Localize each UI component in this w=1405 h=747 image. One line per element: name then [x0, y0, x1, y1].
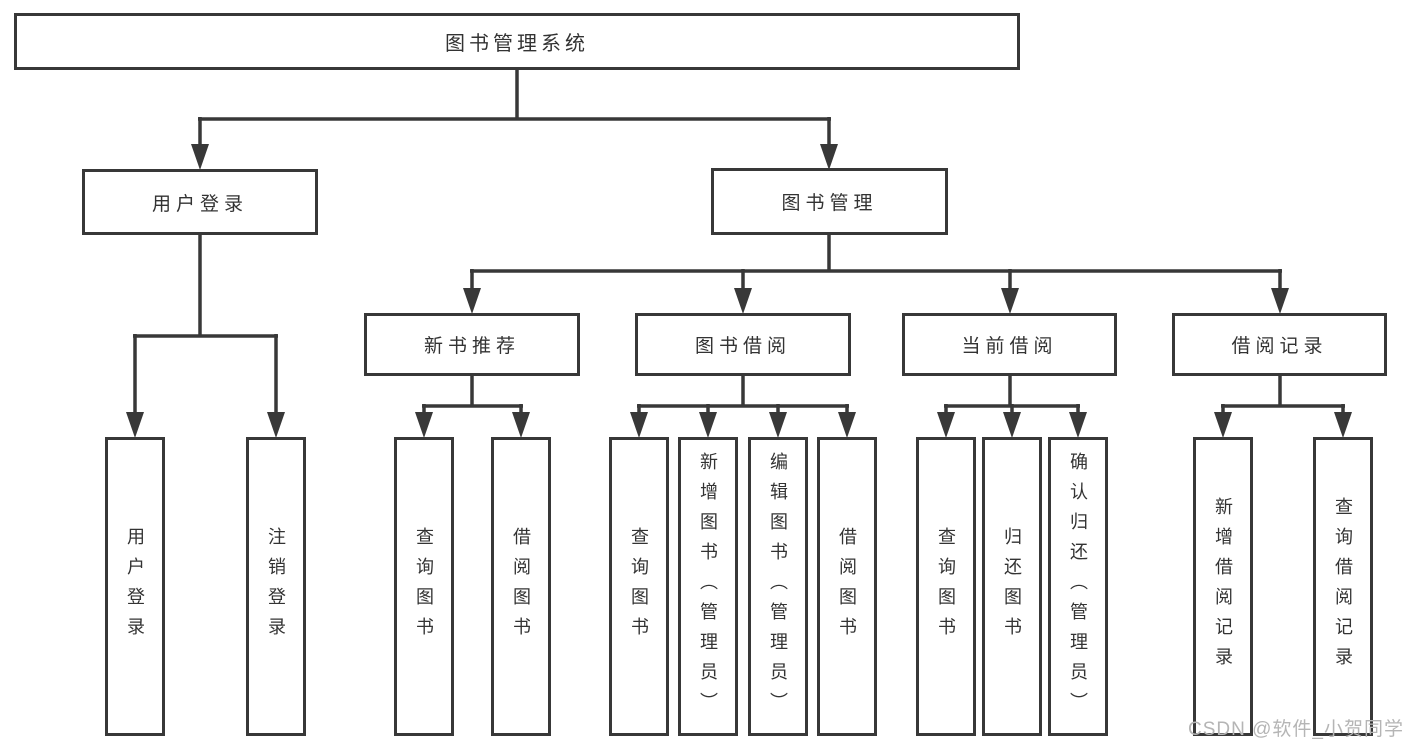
- leaf-borrow-books-borrowing: 借阅图书: [817, 437, 877, 736]
- leaf-query-books-current: 查询图书: [916, 437, 976, 736]
- node-label: 查询图书: [414, 526, 434, 647]
- node-label: 图书管理: [781, 193, 878, 214]
- leaf-user-login: 用户登录: [105, 437, 165, 736]
- leaf-return-books: 归还图书: [982, 437, 1042, 736]
- node-borrowing-records: 借阅记录: [1172, 313, 1387, 376]
- node-label: 新增借阅记录: [1213, 496, 1233, 677]
- leaf-edit-book-admin: 编辑图书（管理员）: [748, 437, 808, 736]
- node-label: 用户登录: [125, 526, 145, 647]
- node-current-borrowing: 当前借阅: [902, 313, 1117, 376]
- csdn-watermark: CSDN @软件_小贺同学: [1188, 719, 1404, 740]
- leaf-query-borrow-record: 查询借阅记录: [1313, 437, 1373, 736]
- node-user-login-group: 用户登录: [82, 169, 318, 235]
- node-label: 查询图书: [629, 526, 649, 647]
- node-label: 当前借阅: [961, 336, 1058, 357]
- node-label: 用户登录: [151, 193, 248, 215]
- node-label: 查询借阅记录: [1333, 496, 1353, 677]
- node-book-borrowing: 图书借阅: [635, 313, 851, 376]
- node-label: 编辑图书（管理员）: [768, 451, 788, 722]
- node-label: 新书推荐: [423, 336, 520, 357]
- node-label: 图书借阅: [694, 336, 791, 357]
- leaf-query-books-recommend: 查询图书: [394, 437, 454, 736]
- leaf-confirm-return-admin: 确认归还（管理员）: [1048, 437, 1108, 736]
- leaf-add-borrow-record: 新增借阅记录: [1193, 437, 1253, 736]
- node-label: 借阅图书: [511, 526, 531, 647]
- node-label: 借阅图书: [837, 526, 857, 647]
- node-label: 借阅记录: [1231, 336, 1328, 357]
- node-new-book-recommend: 新书推荐: [364, 313, 580, 376]
- node-library-management-system: 图书管理系统: [14, 13, 1020, 70]
- node-label: 新增图书（管理员）: [698, 451, 718, 722]
- node-book-management: 图书管理: [711, 168, 948, 235]
- node-label: 注销登录: [266, 526, 286, 647]
- node-label: 图书管理系统: [445, 33, 589, 55]
- leaf-add-book-admin: 新增图书（管理员）: [678, 437, 738, 736]
- node-label: 确认归还（管理员）: [1068, 451, 1088, 722]
- leaf-query-books-borrowing: 查询图书: [609, 437, 669, 736]
- node-label: 归还图书: [1002, 526, 1022, 647]
- leaf-logout: 注销登录: [246, 437, 306, 736]
- node-label: 查询图书: [936, 526, 956, 647]
- leaf-borrow-books-recommend: 借阅图书: [491, 437, 551, 736]
